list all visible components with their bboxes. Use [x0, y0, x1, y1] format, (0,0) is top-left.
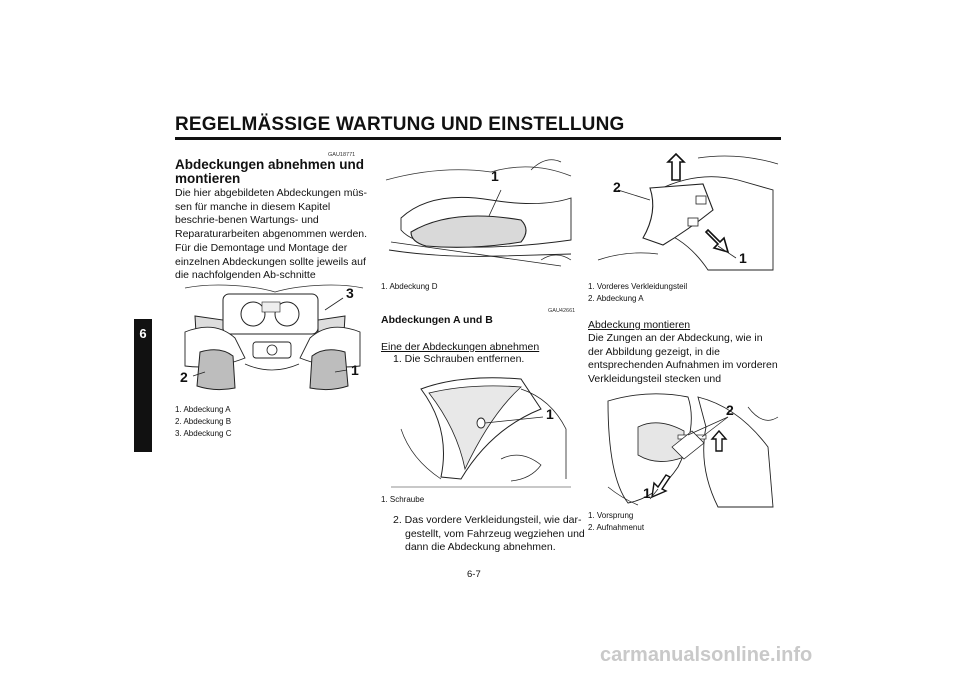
figure1-captions: 1. Abdeckung A 2. Abdeckung B 3. Abdecku… [175, 404, 231, 440]
figure1-callout-1: 1 [351, 362, 359, 378]
caption-item: 1. Vorsprung [588, 511, 634, 520]
figure2-captions: 1. Abdeckung D [381, 281, 437, 293]
chapter-tab: 6 [134, 319, 152, 452]
caption-item: 1. Abdeckung A [175, 405, 231, 414]
figure5-captions: 1. Vorsprung 2. Aufnahmenut [588, 510, 644, 534]
figure-front-cowling-illustration [588, 150, 783, 276]
caption-item: 3. Abdeckung C [175, 429, 232, 438]
figure5-callout-2: 2 [726, 402, 734, 418]
caption-item: 1. Vorderes Verkleidungsteil [588, 282, 688, 291]
figure-cover-screw-illustration [381, 369, 576, 491]
caption-item: 1. Schraube [381, 495, 425, 504]
remove-heading: Eine der Abdeckungen abnehmen [381, 341, 540, 353]
figure-seat-illustration [381, 150, 576, 272]
install-heading: Abdeckung montieren [588, 319, 691, 331]
caption-item: 2. Aufnahmenut [588, 523, 645, 532]
subsection-code: GAU42661 [548, 308, 576, 314]
figure4-callout-2: 2 [613, 179, 621, 195]
chapter-number: 6 [139, 326, 147, 341]
figure1-callout-2: 2 [180, 369, 188, 385]
step-2: 2. Das vordere Verkleidungsteil, wie dar… [393, 514, 585, 554]
caption-item: 1. Abdeckung D [381, 282, 438, 291]
subsection-heading: Abdeckungen A und B [381, 314, 493, 326]
figure-tongue-slot-illustration [588, 387, 783, 509]
watermark: carmanualsonline.info [600, 644, 813, 666]
page-title: REGELMÄSSIGE WARTUNG UND EINSTELLUNG [175, 114, 625, 135]
caption-item: 2. Abdeckung A [588, 294, 644, 303]
figure3-callout-1: 1 [546, 406, 554, 422]
caption-item: 2. Abdeckung B [175, 417, 232, 426]
figure3-captions: 1. Schraube [381, 494, 424, 506]
figure4-captions: 1. Vorderes Verkleidungsteil 2. Abdeckun… [588, 281, 687, 305]
figure5-callout-1: 1 [643, 485, 651, 501]
title-rule [175, 137, 781, 140]
figure2-callout-1: 1 [491, 168, 499, 184]
section-code: GAU18771 [328, 152, 356, 158]
page-number: 6-7 [467, 569, 481, 580]
figure-dashboard-illustration [175, 280, 370, 400]
section-heading: Abdeckungen abnehmen und montieren [175, 157, 365, 186]
step-1: 1. Die Schrauben entfernen. [393, 353, 525, 365]
figure1-callout-3: 3 [346, 285, 354, 301]
figure4-callout-1: 1 [739, 250, 747, 266]
